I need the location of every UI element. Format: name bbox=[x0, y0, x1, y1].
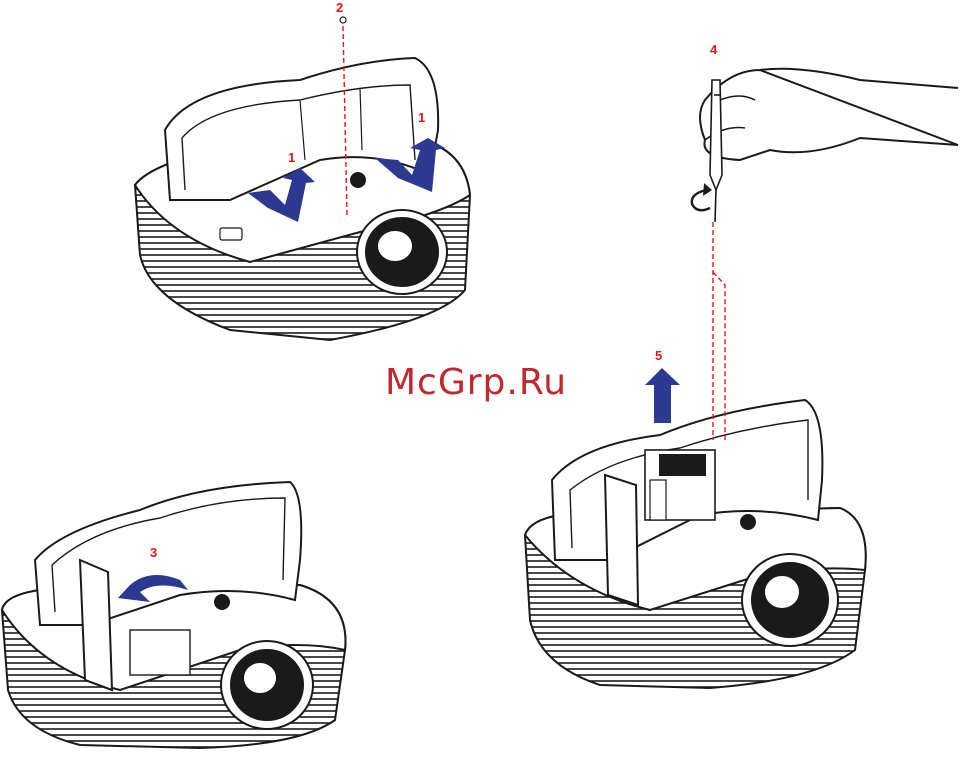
step-number-2: 2 bbox=[336, 0, 343, 15]
step-number-1a: 1 bbox=[288, 150, 295, 165]
step-number-1b: 1 bbox=[418, 110, 425, 125]
step-number-4: 4 bbox=[710, 42, 717, 57]
rotate-arrowhead bbox=[703, 183, 712, 196]
step-number-5: 5 bbox=[655, 348, 662, 363]
step-number-3: 3 bbox=[150, 545, 157, 560]
projector-bottom-left bbox=[2, 482, 345, 748]
screw-icon bbox=[340, 17, 346, 23]
screwdriver-icon bbox=[710, 80, 722, 222]
projector-bottom-right bbox=[525, 400, 866, 688]
hand-with-screwdriver bbox=[700, 69, 958, 160]
arrow-up-icon bbox=[645, 368, 680, 423]
dashed-guide-4 bbox=[713, 222, 725, 440]
watermark-text: McGrp.Ru bbox=[385, 362, 567, 403]
